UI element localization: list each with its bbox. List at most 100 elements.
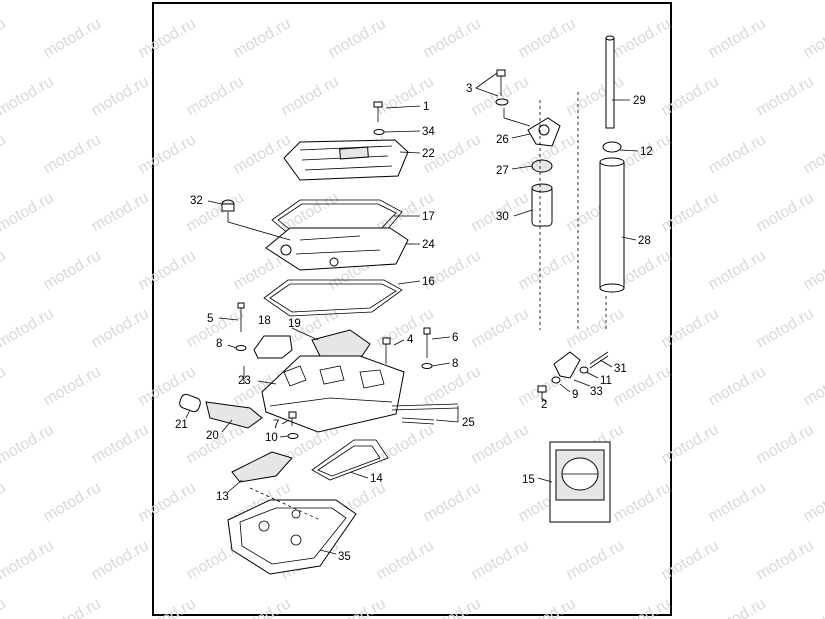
watermark-text: motod.ru xyxy=(421,595,484,619)
watermark-text: motod.ru xyxy=(754,537,817,583)
watermark-text: motod.ru xyxy=(41,15,104,61)
callout-33: 33 xyxy=(590,386,603,398)
watermark-text: motod.ru xyxy=(326,595,389,619)
watermark-text: motod.ru xyxy=(754,189,817,235)
watermark-text: motod.ru xyxy=(0,189,57,235)
watermark-text: motod.ru xyxy=(801,479,825,525)
part-15-kit-box xyxy=(549,441,611,523)
watermark-text: motod.ru xyxy=(801,15,825,61)
watermark-text: motod.ru xyxy=(754,0,817,3)
watermark-text: motod.ru xyxy=(374,0,437,3)
callout-25: 25 xyxy=(462,417,475,429)
watermark-text: motod.ru xyxy=(326,15,389,61)
watermark-text: motod.ru xyxy=(0,305,57,351)
part-29-rod xyxy=(605,35,615,129)
part-6-bolt xyxy=(423,327,431,358)
callout-31: 31 xyxy=(614,363,627,375)
part-1-bolt xyxy=(373,101,383,122)
callout-17: 17 xyxy=(422,211,435,223)
watermark-text: motod.ru xyxy=(0,479,9,525)
callout-27: 27 xyxy=(496,165,509,177)
callout-34: 34 xyxy=(422,126,435,138)
watermark-text: motod.ru xyxy=(516,595,579,619)
callout-15: 15 xyxy=(522,474,535,486)
callout-20: 20 xyxy=(206,430,219,442)
callout-28: 28 xyxy=(638,235,651,247)
watermark-text: motod.ru xyxy=(136,479,199,525)
watermark-text: motod.ru xyxy=(611,479,674,525)
callout-13: 13 xyxy=(216,491,229,503)
watermark-text: motod.ru xyxy=(801,247,825,293)
callout-1: 1 xyxy=(423,101,429,113)
watermark-text: motod.ru xyxy=(611,595,674,619)
callout-32: 32 xyxy=(190,195,203,207)
callout-2: 2 xyxy=(541,399,547,411)
part-8-washer-right xyxy=(421,363,433,369)
callout-35: 35 xyxy=(338,551,351,563)
watermark-text: motod.ru xyxy=(184,0,247,3)
part-14-gasket xyxy=(311,439,389,481)
watermark-text: motod.ru xyxy=(184,421,247,467)
part-4-bolt xyxy=(382,337,391,364)
watermark-text: motod.ru xyxy=(279,73,342,119)
watermark-text: motod.ru xyxy=(89,305,152,351)
watermark-text: motod.ru xyxy=(89,421,152,467)
watermark-text: motod.ru xyxy=(659,73,722,119)
watermark-text: motod.ru xyxy=(706,247,769,293)
watermark-text: motod.ru xyxy=(0,73,57,119)
watermark-text: motod.ru xyxy=(41,247,104,293)
part-16-gasket xyxy=(263,279,403,317)
part-13-gasket xyxy=(231,451,293,483)
watermark-text: motod.ru xyxy=(469,305,532,351)
callout-24: 24 xyxy=(422,239,435,251)
part-20-shaft xyxy=(205,401,263,429)
watermark-text: motod.ru xyxy=(0,363,9,409)
watermark-text: motod.ru xyxy=(564,73,627,119)
watermark-text: motod.ru xyxy=(706,363,769,409)
part-7-bolt xyxy=(288,411,297,426)
watermark-text: motod.ru xyxy=(0,247,9,293)
callout-19: 19 xyxy=(288,318,301,330)
watermark-text: motod.ru xyxy=(0,421,57,467)
watermark-text: motod.ru xyxy=(421,363,484,409)
parts-drawing xyxy=(179,35,625,575)
watermark-text: motod.ru xyxy=(706,595,769,619)
callout-26: 26 xyxy=(496,134,509,146)
part-31-pin xyxy=(589,351,609,369)
callout-4: 4 xyxy=(407,334,414,346)
callout-6: 6 xyxy=(452,332,458,344)
watermark-text: motod.ru xyxy=(41,131,104,177)
callout-12: 12 xyxy=(640,146,653,158)
watermark-text: motod.ru xyxy=(706,131,769,177)
callout-14: 14 xyxy=(370,473,383,485)
watermark-text: motod.ru xyxy=(41,363,104,409)
watermark-text: motod.ru xyxy=(231,595,294,619)
part-11-washer xyxy=(579,366,589,374)
watermark-text: motod.ru xyxy=(89,0,152,3)
watermark-text: motod.ru xyxy=(374,537,437,583)
watermark-text: motod.ru xyxy=(516,247,579,293)
watermark-text: motod.ru xyxy=(279,0,342,3)
part-23-rocker-housing xyxy=(261,355,405,433)
part-19-rocker xyxy=(311,329,371,357)
watermark-text: motod.ru xyxy=(184,73,247,119)
part-18-plate xyxy=(253,335,293,359)
watermark-text: motod.ru xyxy=(611,15,674,61)
watermark-text: motod.ru xyxy=(374,421,437,467)
part-25-pushrods xyxy=(391,403,459,425)
watermark-text: motod.ru xyxy=(469,0,532,3)
watermark-text: motod.ru xyxy=(659,421,722,467)
watermark-text: motod.ru xyxy=(41,595,104,619)
part-2-screw xyxy=(537,385,547,400)
watermark-text: motod.ru xyxy=(0,131,9,177)
part-34-washer xyxy=(373,129,385,135)
watermark-text: motod.ru xyxy=(421,479,484,525)
part-10-washer xyxy=(287,433,299,439)
part-5-bolt xyxy=(237,302,245,332)
watermark-text: motod.ru xyxy=(754,73,817,119)
watermark-text: motod.ru xyxy=(231,15,294,61)
part-9-washer xyxy=(551,376,561,384)
watermark-text: motod.ru xyxy=(659,0,722,3)
